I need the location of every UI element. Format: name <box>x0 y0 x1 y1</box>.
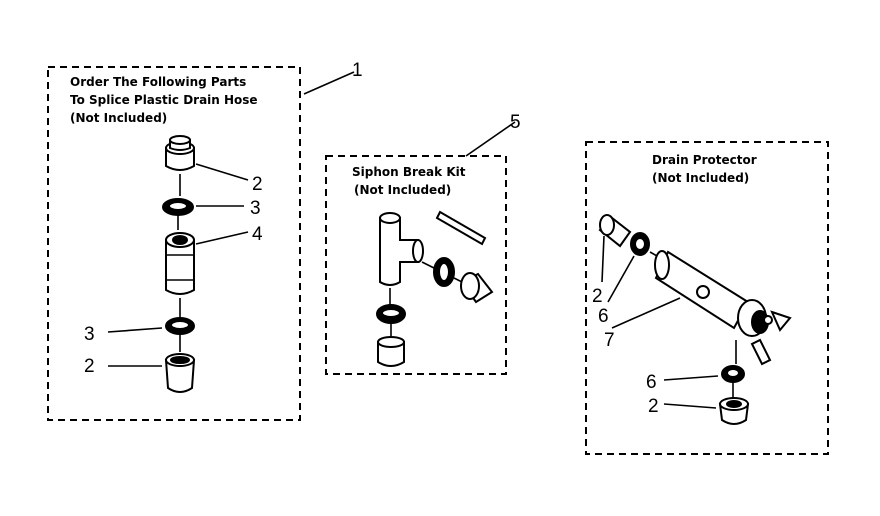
siphon-kit-boundary <box>325 155 507 375</box>
protector-adapter-bottom <box>718 397 750 425</box>
callout-1-splice-parts: 1 <box>352 60 363 81</box>
siphon-adapter-side <box>460 272 494 304</box>
splice-parts-boundary <box>47 66 301 421</box>
protector-clamp-bottom <box>721 365 745 383</box>
callout-3-clamp-top: 3 <box>250 198 261 219</box>
callout-4-coupling: 4 <box>252 224 263 245</box>
siphon-clamp-side <box>433 257 455 287</box>
siphon-title-line-1: Siphon Break Kit <box>352 165 466 179</box>
callout-2-connector-top: 2 <box>252 174 263 195</box>
callout-6-protector-clamp-bottom: 6 <box>646 372 657 393</box>
hose-clamp-bottom <box>165 317 195 335</box>
callout-5-siphon-kit: 5 <box>510 112 521 133</box>
siphon-break-kit-group: Siphon Break Kit (Not Included) <box>325 112 521 375</box>
protector-title-line-1: Drain Protector <box>652 153 757 167</box>
protector-adapter <box>598 214 632 248</box>
callout-6-protector-clamp: 6 <box>598 306 609 327</box>
splice-title-line-1: Order The Following Parts <box>70 75 246 89</box>
splice-title-line-3: (Not Included) <box>70 111 167 125</box>
hose-connector-top <box>165 135 195 171</box>
callout-2-protector-adapter: 2 <box>592 286 603 307</box>
hose-coupling <box>165 232 195 295</box>
hose-clamp-top <box>162 198 194 216</box>
callout-3-clamp-bottom: 3 <box>84 324 95 345</box>
siphon-cap <box>435 210 487 246</box>
splice-parts-group: Order The Following Parts To Splice Plas… <box>47 60 363 421</box>
callout-7-protector-body: 7 <box>604 330 615 351</box>
hose-connector-bottom <box>164 353 196 393</box>
protector-clamp <box>630 232 650 256</box>
siphon-tee-fitting <box>379 212 424 286</box>
splice-title-line-2: To Splice Plastic Drain Hose <box>70 93 258 107</box>
protector-title-line-2: (Not Included) <box>652 171 749 185</box>
drain-protector-body <box>654 250 792 366</box>
drain-protector-group: Drain Protector (Not Included) <box>585 141 829 455</box>
drain-protector-boundary <box>585 141 829 455</box>
siphon-clamp-bottom <box>376 304 406 324</box>
callout-2-connector-bottom: 2 <box>84 356 95 377</box>
siphon-adapter-bottom <box>377 336 405 367</box>
siphon-title-line-2: (Not Included) <box>354 183 451 197</box>
callout-2-protector-adapter-bottom: 2 <box>648 396 659 417</box>
